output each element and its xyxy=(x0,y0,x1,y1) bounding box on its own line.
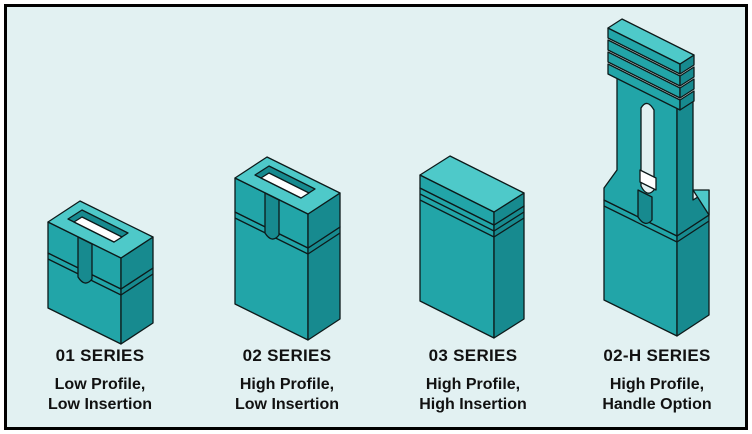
series-desc-line1: High Profile, xyxy=(425,376,521,393)
series-desc-line1: High Profile, xyxy=(609,376,705,393)
jumper-02h-series xyxy=(603,18,710,337)
series-desc-line2: Low Insertion xyxy=(48,396,152,413)
series-name: 01 SERIES xyxy=(55,346,145,365)
caption-02-series: 02 SERIES High Profile, Low Insertion xyxy=(197,346,377,415)
series-desc-line2: Handle Option xyxy=(602,396,712,413)
jumper-01-series xyxy=(47,200,154,345)
caption-01-series: 01 SERIES Low Profile, Low Insertion xyxy=(10,346,190,415)
jumper-03-series xyxy=(419,155,525,339)
caption-03-series: 03 SERIES High Profile, High Insertion xyxy=(383,346,563,415)
caption-02h-series: 02-H SERIES High Profile, Handle Option xyxy=(567,346,747,415)
series-desc-line2: High Insertion xyxy=(419,396,527,413)
series-name: 02-H SERIES xyxy=(603,346,711,365)
jumper-02-series xyxy=(234,156,341,341)
series-desc-line1: Low Profile, xyxy=(54,376,146,393)
series-desc-line2: Low Insertion xyxy=(235,396,339,413)
series-name: 03 SERIES xyxy=(428,346,518,365)
series-desc-line1: High Profile, xyxy=(239,376,335,393)
series-name: 02 SERIES xyxy=(242,346,332,365)
